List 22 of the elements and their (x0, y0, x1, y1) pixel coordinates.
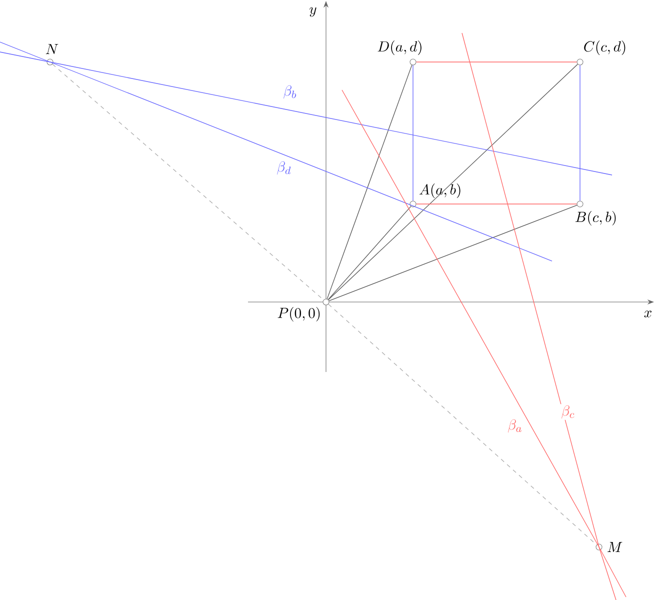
line (0, 52, 612, 176)
point-label: $D(a,d)$ (376, 40, 424, 56)
point-label: $B(c,b)$ (574, 210, 618, 226)
point-label: $P(0,0)$ (276, 306, 322, 322)
line-label: $\beta_c$ (560, 404, 576, 420)
axis-label: $x$ (644, 310, 652, 318)
line (328, 204, 578, 302)
line (342, 90, 626, 598)
line-label: $\beta_a$ (506, 418, 524, 434)
line (328, 206, 412, 300)
point-label: $C(c,d)$ (582, 40, 628, 56)
point-label: $N$ (44, 43, 60, 55)
line-label: $\beta_d$ (275, 160, 293, 176)
line (0, 42, 552, 262)
line-label: $\beta_b$ (282, 84, 298, 100)
line (326, 64, 412, 300)
point-label: $M$ (606, 541, 624, 553)
line (412, 64, 414, 202)
dashed-line (52, 64, 324, 300)
axis-label: $y$ (310, 7, 316, 17)
line (462, 32, 616, 600)
line (328, 64, 578, 300)
